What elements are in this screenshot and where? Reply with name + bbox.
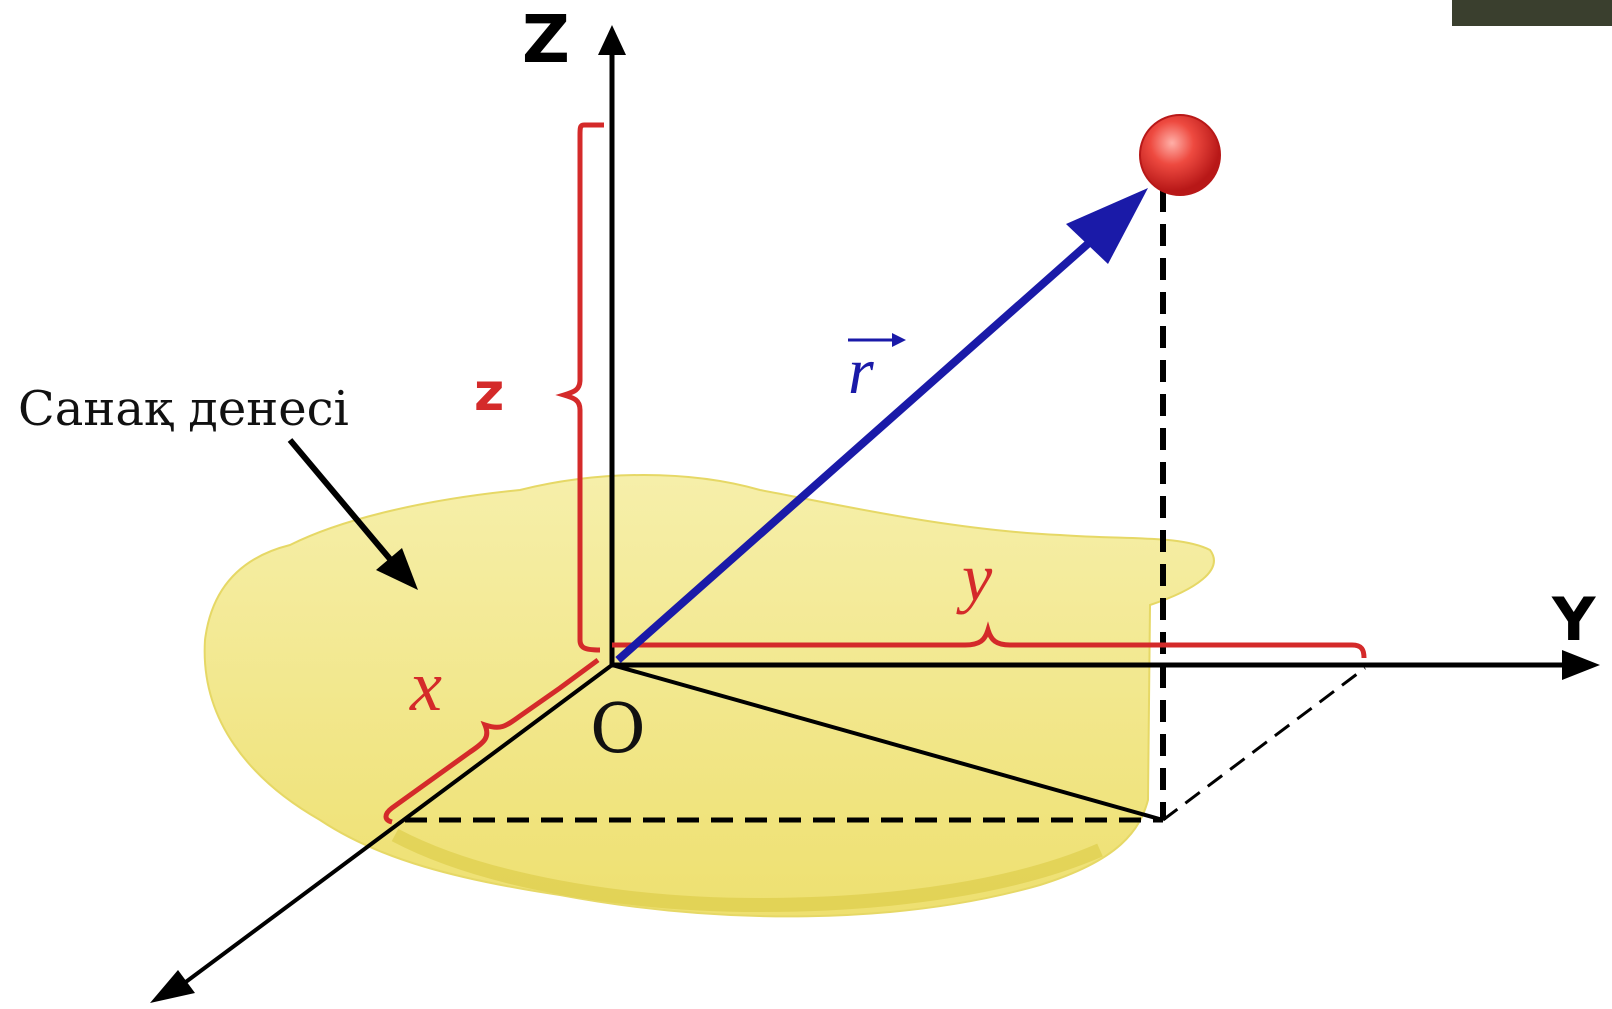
reference-body-edge <box>391 828 1103 913</box>
z-coordinate-label: z <box>474 363 504 423</box>
position-vector-arrowhead <box>1066 188 1148 264</box>
reference-body-label: Санақ денесі <box>18 381 349 437</box>
x-coordinate-label: x <box>409 646 442 726</box>
x-axis-arrowhead <box>150 970 195 1003</box>
x-bracket <box>383 657 600 825</box>
vector-overarrow-head <box>892 333 906 347</box>
x-axis <box>173 663 614 992</box>
corner-patch <box>1452 0 1612 26</box>
material-point <box>1139 114 1221 196</box>
vector-r-label: r <box>848 335 874 408</box>
projection-line <box>611 663 1164 822</box>
z-axis-arrowhead <box>598 25 626 55</box>
reference-body-pointer <box>287 438 398 567</box>
dashed-diagonal <box>1162 666 1366 822</box>
z-axis-label: Z <box>522 1 570 78</box>
reference-body-plane <box>203 474 1215 918</box>
y-coordinate-label: y <box>956 539 993 615</box>
y-axis-label: Y <box>1551 585 1597 655</box>
z-bracket <box>555 122 604 653</box>
position-vector-shaft <box>615 239 1093 663</box>
y-axis-arrowhead <box>1562 650 1600 680</box>
y-bracket <box>612 621 1367 659</box>
reference-body-pointer-head <box>376 548 418 590</box>
origin-label: O <box>590 690 646 769</box>
